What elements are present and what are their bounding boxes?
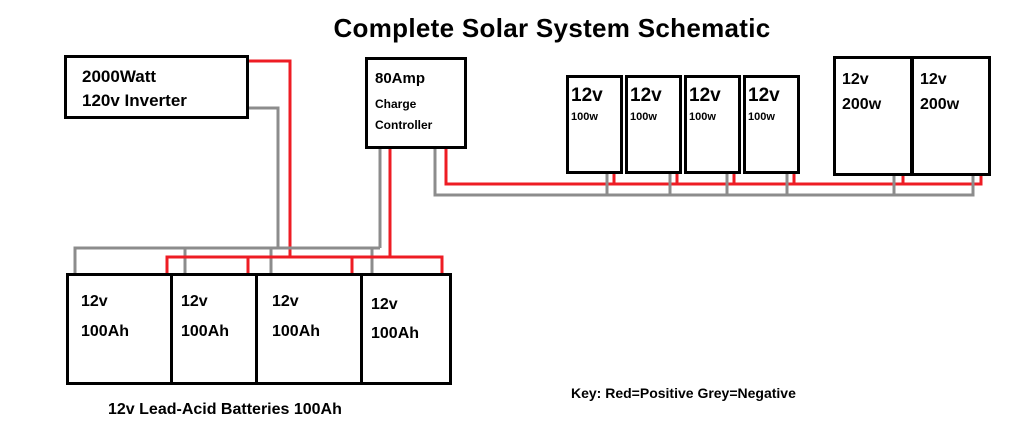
battery-divider [255, 276, 258, 382]
battery-positive-bus [165, 255, 444, 274]
panel-voltage: 12v [842, 71, 869, 88]
inverter-wattage: 2000Watt [82, 67, 157, 86]
panel-voltage: 12v [920, 71, 947, 88]
charge-controller-box: 80Amp Charge Controller [365, 57, 467, 149]
inverter-negative-wire [248, 106, 280, 248]
diagram-title: Complete Solar System Schematic [333, 13, 771, 43]
controller-label-line1: Charge [375, 97, 417, 111]
pv-positive-bus [444, 148, 983, 186]
battery-negative-bus [73, 246, 380, 274]
battery-caption: 12v Lead-Acid Batteries 100Ah [108, 401, 342, 418]
battery-divider [360, 276, 363, 382]
battery-voltage: 12v [181, 293, 208, 310]
battery-capacity: 100Ah [272, 323, 321, 340]
solar-panel: 12v 100w [566, 75, 623, 174]
battery-capacity: 100Ah [181, 323, 230, 340]
panel-wattage: 100w [571, 111, 598, 123]
controller-amperage: 80Amp [375, 70, 426, 87]
battery-voltage: 12v [81, 293, 108, 310]
solar-panel: 12v 100w [743, 75, 800, 174]
battery-capacity: 100Ah [81, 323, 130, 340]
battery: 12v 100Ah [363, 276, 449, 382]
controller-label-line2: Controller [375, 118, 433, 132]
solar-panel: 12v 100w [625, 75, 682, 174]
inverter-positive-wire [248, 59, 292, 257]
panel-wattage: 100w [689, 111, 716, 123]
battery: 12v 100Ah [69, 276, 170, 382]
solar-panel: 12v 200w [911, 56, 991, 176]
battery-capacity: 100Ah [371, 325, 420, 342]
solar-panel: 12v 200w [833, 56, 913, 176]
inverter-description: 120v Inverter [82, 91, 187, 110]
panel-wattage: 200w [842, 96, 882, 113]
solar-panel: 12v 100w [684, 75, 741, 174]
panel-voltage: 12v [748, 85, 780, 106]
pv-negative-bus [433, 148, 975, 197]
panel-voltage: 12v [571, 85, 603, 106]
panel-wattage: 200w [920, 96, 960, 113]
inverter-box: 2000Watt 120v Inverter [64, 55, 249, 119]
battery-divider [170, 276, 173, 382]
panel-wattage: 100w [748, 111, 775, 123]
panel-voltage: 12v [630, 85, 662, 106]
color-key: Key: Red=Positive Grey=Negative [571, 385, 796, 401]
battery-voltage: 12v [272, 293, 299, 310]
battery-bank: 12v 100Ah 12v 100Ah 12v 100Ah 12v 100Ah [66, 273, 452, 385]
panel-wattage: 100w [630, 111, 657, 123]
panel-taps [605, 174, 905, 195]
panel-voltage: 12v [689, 85, 721, 106]
battery: 12v 100Ah [258, 276, 360, 382]
battery-voltage: 12v [371, 296, 398, 313]
battery: 12v 100Ah [173, 276, 255, 382]
